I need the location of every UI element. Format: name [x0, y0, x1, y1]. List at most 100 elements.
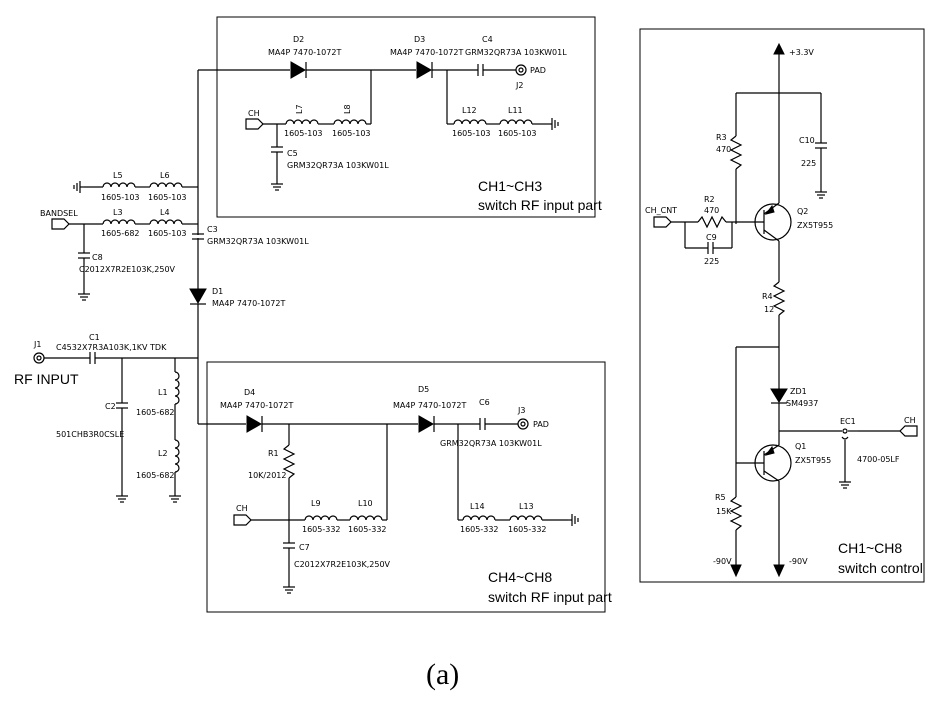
bottom-block-title-1: CH4~CH8 — [488, 569, 552, 585]
r5-value: 15K — [716, 507, 732, 516]
l4-ref: L4 — [160, 208, 170, 217]
control-block-title-2: switch control — [838, 560, 923, 576]
l12-ref: L12 — [462, 106, 477, 115]
c5-ref: C5 — [287, 149, 298, 158]
c9-ref: C9 — [706, 233, 717, 242]
l2-value: 1605-682 — [136, 471, 175, 480]
top-block-title-1: CH1~CH3 — [478, 178, 542, 194]
q2-ref: Q2 — [797, 207, 808, 216]
switch-control-block — [639, 28, 925, 583]
c3-value: GRM32QR73A 103KW01L — [207, 237, 309, 246]
r3-ref: R3 — [716, 133, 727, 142]
l9-ref: L9 — [311, 499, 321, 508]
q1-value: ZX5T955 — [795, 456, 831, 465]
neg90-right-label: -90V — [789, 557, 808, 566]
rf-input-port[interactable] — [33, 352, 45, 364]
control-block-title-1: CH1~CH8 — [838, 540, 902, 556]
l1-ref: L1 — [158, 388, 168, 397]
r1-ref: R1 — [268, 449, 279, 458]
l12-value: 1605-103 — [452, 129, 491, 138]
ch-bottom-label: CH — [236, 504, 248, 513]
d2-value: MA4P 7470-1072T — [268, 48, 341, 57]
r3-value: 470 — [716, 145, 731, 154]
d1-ref: D1 — [212, 287, 223, 296]
l6-value: 1605-103 — [148, 193, 187, 202]
c10-value: 225 — [801, 159, 816, 168]
rf-input-label: RF INPUT — [14, 371, 79, 387]
c4-ref: C4 — [482, 35, 493, 44]
ch-cnt-label: CH_CNT — [645, 206, 677, 215]
ch-out-label: CH — [904, 416, 916, 425]
plus33-label: +3.3V — [789, 48, 814, 57]
c7-ref: C7 — [299, 543, 310, 552]
ch-out-port[interactable] — [899, 425, 918, 437]
r1-value: 10K/2012 — [248, 471, 286, 480]
c7-value: C2012X7R2E103K,250V — [294, 560, 391, 569]
d4-ref: D4 — [244, 388, 255, 397]
r2-ref: R2 — [704, 195, 715, 204]
ec1-ref: EC1 — [840, 417, 856, 426]
q1-transistor — [736, 444, 792, 482]
d2-ref: D2 — [293, 35, 304, 44]
c8-value: C2012X7R2E103K,250V — [79, 265, 176, 274]
c8-ref: C8 — [92, 253, 103, 262]
j2-label: J2 — [515, 81, 523, 90]
j3-label: J3 — [517, 406, 525, 415]
c6-value: GRM32QR73A 103KW01L — [440, 439, 542, 448]
l4-value: 1605-103 — [148, 229, 187, 238]
top-rf-block — [216, 16, 596, 218]
ch-cnt-port[interactable] — [653, 216, 672, 228]
neg90-left-label: -90V — [713, 557, 732, 566]
l13-value: 1605-332 — [508, 525, 547, 534]
bottom-rf-block — [206, 361, 606, 613]
c2-ref: C2 — [105, 402, 116, 411]
r2-value: 470 — [704, 206, 719, 215]
j3-pad[interactable] — [517, 418, 529, 430]
q2-transistor — [736, 202, 792, 242]
bottom-block-title-2: switch RF input part — [488, 589, 612, 605]
l5-ref: L5 — [113, 171, 123, 180]
l7-ref: L7 — [295, 104, 304, 114]
bandsel-port[interactable] — [51, 218, 70, 230]
l2-ref: L2 — [158, 449, 168, 458]
l9-value: 1605-332 — [302, 525, 341, 534]
q2-value: ZX5T955 — [797, 221, 833, 230]
d3-ref: D3 — [414, 35, 425, 44]
l10-ref: L10 — [358, 499, 373, 508]
d3-value: MA4P 7470-1072T — [390, 48, 463, 57]
ec1-value: 4700-05LF — [857, 455, 900, 464]
l3-ref: L3 — [113, 208, 123, 217]
j2-pad[interactable] — [515, 64, 527, 76]
top-block-title-2: switch RF input part — [478, 197, 602, 213]
j1-label: J1 — [33, 340, 41, 349]
c6-ref: C6 — [479, 398, 490, 407]
c1-value: C4532X7R3A103K,1KV TDK — [56, 343, 167, 352]
d5-value: MA4P 7470-1072T — [393, 401, 466, 410]
l7-value: 1605-103 — [284, 129, 323, 138]
l3-value: 1605-682 — [101, 229, 140, 238]
l11-ref: L11 — [508, 106, 523, 115]
zd1-value: SM4937 — [786, 399, 818, 408]
zd1-ref: ZD1 — [790, 387, 807, 396]
c4-value: GRM32QR73A 103KW01L — [465, 48, 567, 57]
l8-value: 1605-103 — [332, 129, 371, 138]
figure-caption: (a) — [426, 658, 459, 691]
l13-ref: L13 — [519, 502, 534, 511]
bandsel-label: BANDSEL — [40, 209, 78, 218]
ch-top-port[interactable] — [245, 118, 264, 130]
l14-ref: L14 — [470, 502, 485, 511]
c5-value: GRM32QR73A 103KW01L — [287, 161, 389, 170]
c10-ref: C10 — [799, 136, 815, 145]
r4-value: 12 — [764, 305, 774, 314]
d1-value: MA4P 7470-1072T — [212, 299, 285, 308]
ch-bottom-port[interactable] — [233, 514, 252, 526]
l1-value: 1605-682 — [136, 408, 175, 417]
c2-value: 501CHB3R0CSLE — [56, 430, 124, 439]
pad2-label: PAD — [530, 66, 546, 75]
l5-value: 1605-103 — [101, 193, 140, 202]
r4-ref: R4 — [762, 292, 773, 301]
l8-ref: L8 — [343, 104, 352, 114]
r5-ref: R5 — [715, 493, 726, 502]
d5-ref: D5 — [418, 385, 429, 394]
